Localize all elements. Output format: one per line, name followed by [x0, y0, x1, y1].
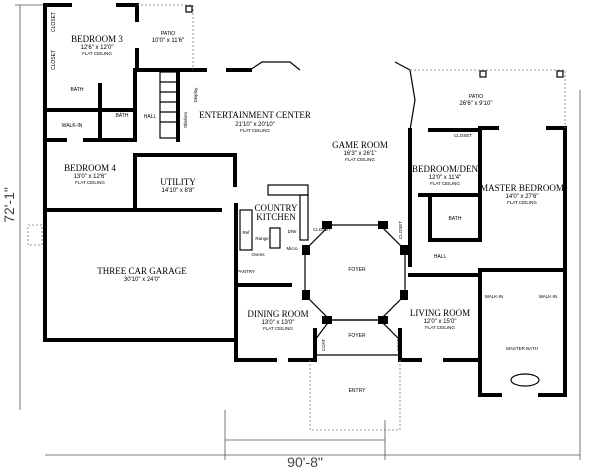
- walk-in-label: WALK-IN: [62, 123, 83, 129]
- stairs: [159, 71, 179, 139]
- svg-text:FLAT CEILING: FLAT CEILING: [430, 181, 460, 186]
- svg-text:COUNTRY: COUNTRY: [254, 203, 298, 213]
- coat-label: COAT: [321, 339, 326, 351]
- dw-label: D/W: [288, 229, 298, 234]
- walk-in-label: WALK-IN: [539, 294, 558, 299]
- room-bedroom3: BEDROOM 3 12'6" x 12'0" FLAT CEILING: [71, 34, 123, 56]
- svg-text:BEDROOM 3: BEDROOM 3: [71, 34, 123, 44]
- bathtub: [510, 373, 540, 387]
- room-entertainment: ENTERTAINMENT CENTER 21'10" x 20'10" FLA…: [199, 110, 311, 133]
- svg-text:26'6" x 9'10": 26'6" x 9'10": [460, 101, 493, 107]
- micro-label: Micro: [287, 246, 298, 251]
- hall-label: HALL: [434, 254, 447, 260]
- closet-label: CLOSET: [454, 133, 472, 138]
- bath-label: BATH: [71, 87, 84, 93]
- svg-text:12'6" x 12'0": 12'6" x 12'0": [81, 45, 114, 51]
- svg-text:THREE CAR GARAGE: THREE CAR GARAGE: [97, 266, 187, 276]
- svg-text:FLAT CEILING: FLAT CEILING: [82, 51, 112, 56]
- svg-text:13'0" x 13'0": 13'0" x 13'0": [262, 320, 295, 326]
- ref-label: Ref: [242, 230, 250, 235]
- kitchen-counters: [239, 184, 309, 251]
- depth-dimension: 72'-1": [1, 187, 17, 223]
- svg-text:14'10" x 8'8": 14'10" x 8'8": [162, 188, 195, 194]
- svg-text:30'10" x 24'0": 30'10" x 24'0": [124, 277, 160, 283]
- svg-text:12'0" x 11'4": 12'0" x 11'4": [429, 175, 461, 181]
- bath-label: BATH: [449, 216, 462, 222]
- closet-label: CLOSET: [51, 12, 57, 32]
- svg-text:FLAT CEILING: FLAT CEILING: [425, 325, 455, 330]
- dimension-lines: [15, 4, 581, 460]
- room-utility: UTILITY 14'10" x 8'8": [160, 177, 196, 194]
- svg-text:10'0" x 11'6": 10'0" x 11'6": [152, 38, 184, 44]
- room-garage: THREE CAR GARAGE 30'10" x 24'0": [97, 266, 187, 283]
- foyer-label: FOYER: [348, 267, 366, 273]
- patio-right-outline: [410, 69, 566, 128]
- hall-label: HALL: [144, 114, 157, 120]
- room-patio-right: PATIO 26'6" x 9'10": [460, 94, 493, 107]
- closet-label: CLOSET: [51, 50, 57, 70]
- room-living: LIVING ROOM 12'0" x 15'0" FLAT CEILING: [410, 308, 470, 330]
- svg-text:PATIO: PATIO: [161, 31, 175, 37]
- lower-foyer: [314, 319, 401, 356]
- svg-text:ENTERTAINMENT CENTER: ENTERTAINMENT CENTER: [199, 110, 311, 120]
- width-dimension: 90'-8": [287, 454, 323, 468]
- svg-text:FLAT CEILING: FLAT CEILING: [240, 128, 270, 133]
- svg-text:FLAT CEILING: FLAT CEILING: [75, 180, 105, 185]
- foyer-piers: [302, 221, 408, 324]
- ovens-label: Ovens: [251, 252, 265, 257]
- svg-text:DINING ROOM: DINING ROOM: [247, 309, 308, 319]
- svg-text:BEDROOM/DEN: BEDROOM/DEN: [412, 164, 479, 174]
- svg-text:FLAT CEILING: FLAT CEILING: [507, 200, 537, 205]
- walls: [43, 3, 567, 397]
- svg-text:13'0" x 12'6": 13'0" x 12'6": [74, 174, 107, 180]
- svg-text:BEDROOM 4: BEDROOM 4: [64, 163, 116, 173]
- patio-column: [556, 70, 564, 78]
- room-kitchen: COUNTRY KITCHEN: [254, 203, 298, 222]
- svg-text:KITCHEN: KITCHEN: [256, 212, 296, 222]
- bath-label: BATH: [116, 113, 129, 119]
- svg-text:GAME ROOM: GAME ROOM: [332, 140, 388, 150]
- room-patio-left: PATIO 10'0" x 11'6": [152, 31, 184, 44]
- pantry-label: PANTRY: [237, 269, 255, 274]
- patio-column: [185, 5, 193, 13]
- patio-column: [479, 70, 487, 78]
- foyer-label: FOYER: [348, 333, 366, 339]
- svg-text:21'10" x 20'10": 21'10" x 20'10": [235, 122, 275, 128]
- svg-text:UTILITY: UTILITY: [160, 177, 196, 187]
- svg-text:LIVING ROOM: LIVING ROOM: [410, 308, 470, 318]
- room-master-bedroom: MASTER BEDROOM 14'0" x 27'6" FLAT CEILIN…: [480, 183, 564, 205]
- walk-in-label: WALK-IN: [485, 294, 504, 299]
- svg-text:FLAT CEILING: FLAT CEILING: [345, 157, 375, 162]
- garage-side-door: [27, 224, 43, 246]
- coat-label: COAT: [396, 339, 401, 351]
- room-game-room: GAME ROOM 16'3" x 26'1" FLAT CEILING: [332, 140, 388, 162]
- range-label: Range: [255, 236, 269, 241]
- svg-text:FLAT CEILING: FLAT CEILING: [263, 326, 293, 331]
- closet-label: CLOSET: [398, 221, 403, 239]
- entry-label: ENTRY: [349, 388, 367, 394]
- svg-text:PATIO: PATIO: [469, 94, 483, 100]
- svg-text:16'3" x 26'1": 16'3" x 26'1": [344, 151, 377, 157]
- closet-label: CLOSET: [313, 227, 331, 232]
- patio-left-outline: [137, 4, 194, 70]
- room-bedroom-den: BEDROOM/DEN 12'0" x 11'4" FLAT CEILING: [412, 164, 479, 186]
- svg-text:MASTER BEDROOM: MASTER BEDROOM: [480, 183, 564, 193]
- svg-text:12'0" x 15'0": 12'0" x 15'0": [424, 319, 457, 325]
- room-dining: DINING ROOM 13'0" x 13'0" FLAT CEILING: [247, 309, 308, 331]
- shelves-label: Shelves: [183, 111, 188, 128]
- svg-text:14'0" x 27'6": 14'0" x 27'6": [506, 194, 539, 200]
- display-label: Display: [193, 87, 198, 103]
- entry-porch: [309, 360, 401, 431]
- room-bedroom4: BEDROOM 4 13'0" x 12'6" FLAT CEILING: [64, 163, 116, 185]
- master-bath-label: MASTER BATH: [506, 346, 538, 351]
